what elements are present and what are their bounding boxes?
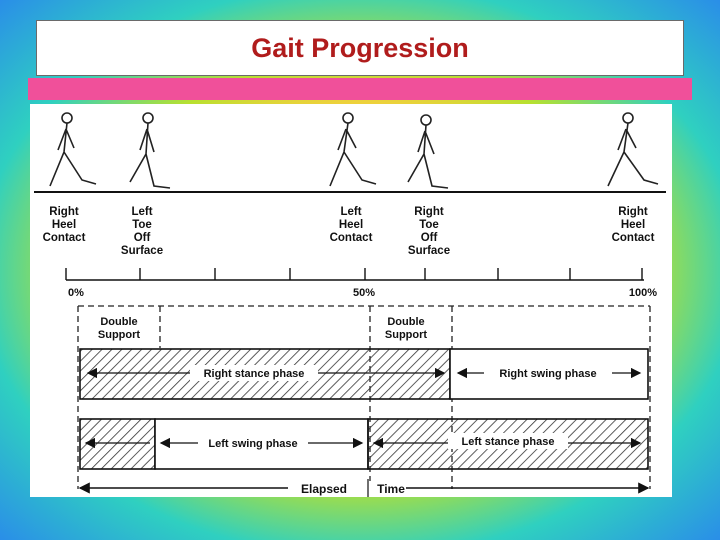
walking-figure-3 bbox=[330, 113, 376, 186]
event-2-line-4: Surface bbox=[121, 245, 163, 257]
event-3-line-2: Heel bbox=[339, 219, 363, 231]
event-label-5: Right Heel Contact bbox=[612, 206, 655, 244]
left-swing-label: Left swing phase bbox=[208, 438, 297, 450]
left-stance-label: Left stance phase bbox=[462, 436, 555, 448]
walking-figure-2 bbox=[130, 113, 170, 188]
elapsed-label: Elapsed bbox=[301, 482, 347, 496]
slide-title: Gait Progression bbox=[251, 33, 469, 64]
left-stance-bar-start bbox=[80, 419, 155, 469]
scale-end-label: 100% bbox=[629, 287, 657, 299]
double-support-2-line-2: Support bbox=[385, 329, 427, 341]
scale-mid-label: 50% bbox=[353, 287, 375, 299]
event-1-line-3: Contact bbox=[43, 232, 86, 244]
event-2-line-1: Left bbox=[131, 206, 152, 218]
event-label-3: Left Heel Contact bbox=[330, 206, 373, 244]
walking-figure-5 bbox=[608, 113, 658, 186]
event-1-line-1: Right bbox=[49, 206, 79, 218]
walking-figure-1 bbox=[50, 113, 96, 186]
event-label-1: Right Heel Contact bbox=[43, 206, 86, 244]
percent-scale bbox=[66, 268, 644, 280]
event-3-line-3: Contact bbox=[330, 232, 373, 244]
double-support-1-line-1: Double bbox=[100, 316, 137, 328]
double-support-2-line-1: Double bbox=[387, 316, 424, 328]
event-5-line-3: Contact bbox=[612, 232, 655, 244]
event-4-line-2: Toe bbox=[419, 219, 439, 231]
right-stance-label: Right stance phase bbox=[204, 368, 305, 380]
event-4-line-3: Off bbox=[421, 232, 438, 244]
event-3-line-1: Left bbox=[340, 206, 361, 218]
double-support-1: Double Support bbox=[98, 316, 140, 341]
event-4-line-4: Surface bbox=[408, 245, 450, 257]
double-support-2: Double Support bbox=[385, 316, 427, 341]
event-label-2: Left Toe Off Surface bbox=[121, 206, 163, 257]
walking-figure-4 bbox=[408, 115, 448, 188]
gait-diagram-panel: Right Heel Contact Left Toe Off Surface … bbox=[30, 104, 672, 497]
event-4-line-1: Right bbox=[414, 206, 444, 218]
event-label-4: Right Toe Off Surface bbox=[408, 206, 450, 257]
time-label: Time bbox=[377, 482, 405, 496]
pink-band bbox=[28, 78, 692, 100]
event-2-line-3: Off bbox=[134, 232, 151, 244]
right-swing-label: Right swing phase bbox=[499, 368, 596, 380]
gait-diagram: Right Heel Contact Left Toe Off Surface … bbox=[30, 104, 672, 497]
event-5-line-2: Heel bbox=[621, 219, 645, 231]
event-5-line-1: Right bbox=[618, 206, 648, 218]
event-1-line-2: Heel bbox=[52, 219, 76, 231]
double-support-1-line-2: Support bbox=[98, 329, 140, 341]
scale-start-label: 0% bbox=[68, 287, 84, 299]
title-box: Gait Progression bbox=[36, 20, 684, 76]
event-2-line-2: Toe bbox=[132, 219, 152, 231]
